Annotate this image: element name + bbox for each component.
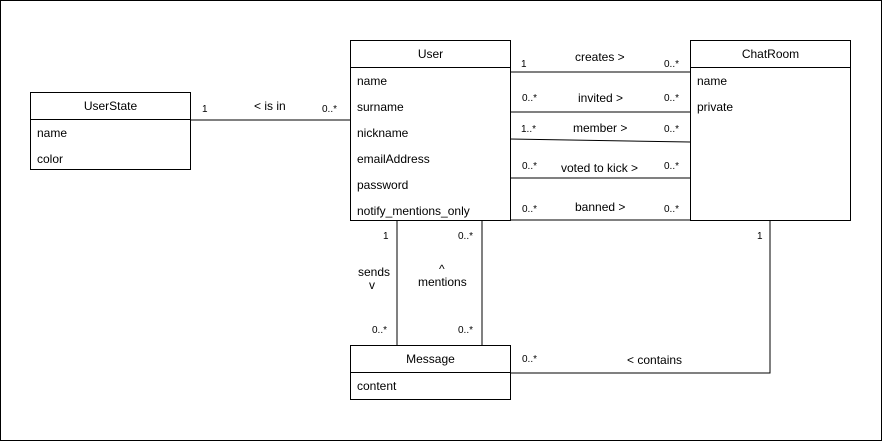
- userstate-attr-name: name: [37, 126, 68, 140]
- class-chatroom-title: ChatRoom: [691, 41, 850, 68]
- userstate-attr-color: color: [37, 152, 64, 166]
- class-chatroom[interactable]: ChatRoom name private: [690, 40, 851, 221]
- label-banned: banned >: [575, 200, 626, 214]
- mult-invited-left: 0..*: [522, 93, 538, 104]
- class-userstate-title: UserState: [31, 93, 190, 120]
- mult-is-in-right: 0..*: [322, 104, 338, 115]
- class-message[interactable]: Message content: [350, 345, 511, 400]
- mult-creates-right: 0..*: [664, 59, 680, 70]
- label-voted-to-kick: voted to kick >: [561, 161, 639, 175]
- mult-voted-left: 0..*: [522, 161, 538, 172]
- mult-contains-right: 1: [757, 231, 763, 242]
- user-attr-surname: surname: [357, 100, 404, 114]
- mult-is-in-left: 1: [202, 104, 208, 115]
- mult-member-right: 0..*: [664, 124, 680, 135]
- mult-banned-right: 0..*: [664, 204, 680, 215]
- mult-voted-right: 0..*: [664, 161, 680, 172]
- user-attr-notify: notify_mentions_only: [357, 204, 470, 218]
- class-user-title: User: [351, 41, 510, 68]
- line-member: [509, 138, 691, 143]
- label-mentions-arrow: ^: [439, 262, 445, 276]
- mult-contains-left: 0..*: [522, 354, 538, 365]
- mult-mentions-bottom: 0..*: [458, 325, 474, 336]
- label-sends: sends: [358, 265, 391, 279]
- label-member: member >: [573, 121, 628, 135]
- message-attr-content: content: [357, 379, 397, 393]
- mult-member-left: 1..*: [521, 124, 537, 135]
- user-attr-name: name: [357, 74, 388, 88]
- line-contains: [510, 220, 771, 374]
- label-invited: invited >: [578, 91, 624, 105]
- chatroom-attr-name: name: [697, 74, 728, 88]
- label-is-in: < is in: [254, 99, 286, 113]
- label-sends-arrow: v: [369, 278, 375, 292]
- user-attr-email: emailAddress: [357, 152, 430, 166]
- chatroom-attr-private: private: [697, 100, 734, 114]
- class-user[interactable]: User name surname nickname emailAddress …: [350, 40, 511, 221]
- label-contains: < contains: [627, 353, 683, 367]
- mult-mentions-top: 0..*: [458, 231, 474, 242]
- mult-invited-right: 0..*: [664, 93, 680, 104]
- label-mentions: mentions: [418, 275, 467, 289]
- class-message-title: Message: [351, 346, 510, 373]
- mult-banned-left: 0..*: [522, 204, 538, 215]
- mult-sends-top: 1: [383, 231, 389, 242]
- user-attr-nickname: nickname: [357, 126, 409, 140]
- mult-sends-bottom: 0..*: [372, 325, 388, 336]
- user-attr-password: password: [357, 178, 409, 192]
- class-userstate[interactable]: UserState name color: [30, 92, 191, 170]
- label-creates: creates >: [575, 50, 625, 64]
- mult-creates-left: 1: [521, 59, 527, 70]
